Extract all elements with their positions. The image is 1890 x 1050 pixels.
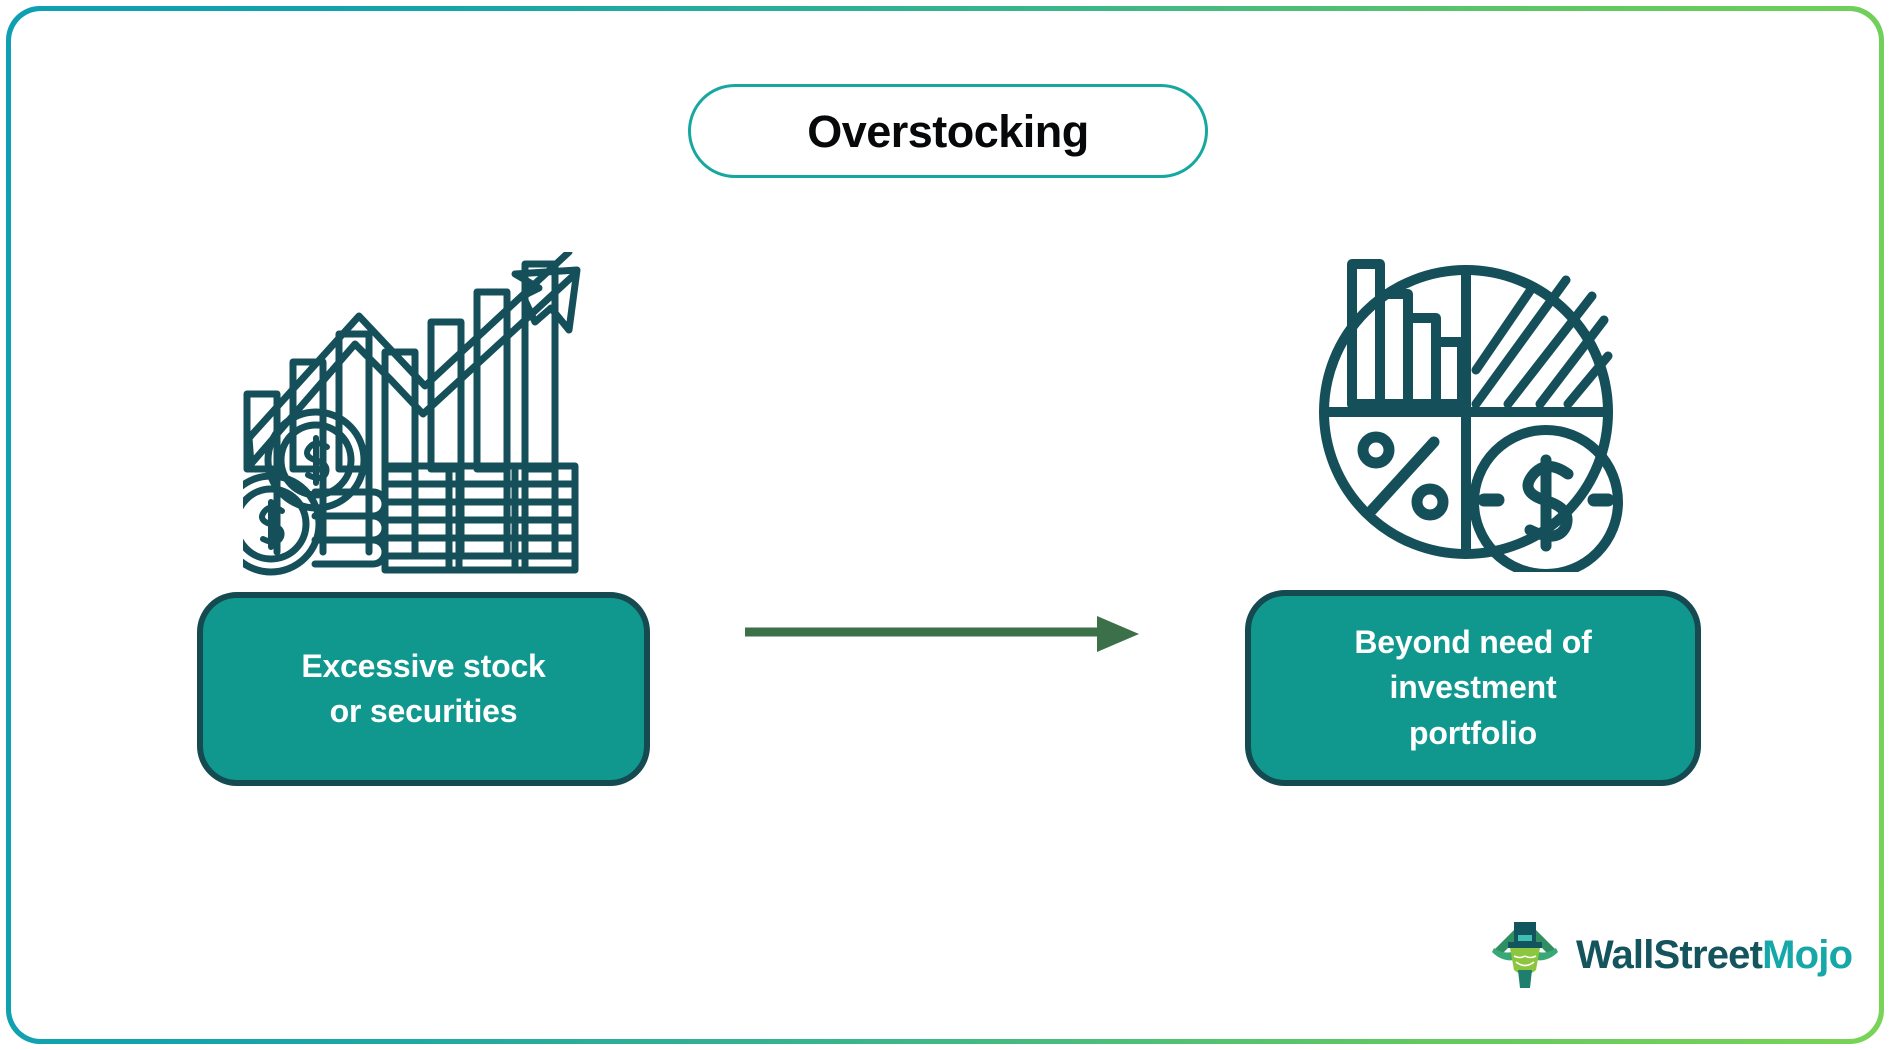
wallstreetmojo-logo[interactable]: WallStreetMojo	[1488, 912, 1853, 998]
flow-step-label-1: Excessive stock or securities	[301, 647, 546, 729]
bull-with-top-hat-icon	[1488, 918, 1562, 992]
flow-step-box-1[interactable]: Excessive stock or securities	[197, 592, 650, 786]
flow-step-label-2: Beyond need of investment portfolio	[1354, 623, 1592, 751]
pie-chart-quadrant-icon	[1316, 252, 1626, 579]
logo-wordmark: WallStreetMojo	[1576, 933, 1853, 977]
growth-bar-chart-money-icon	[219, 248, 583, 582]
page-title: Overstocking	[807, 105, 1089, 157]
logo-word-primary: WallStreet	[1576, 933, 1763, 977]
page-title-pill: Overstocking	[688, 84, 1208, 178]
flow-step-box-2[interactable]: Beyond need of investment portfolio	[1245, 590, 1701, 786]
logo-word-secondary: Mojo	[1762, 933, 1853, 977]
flow-arrow-connector	[745, 608, 1145, 668]
